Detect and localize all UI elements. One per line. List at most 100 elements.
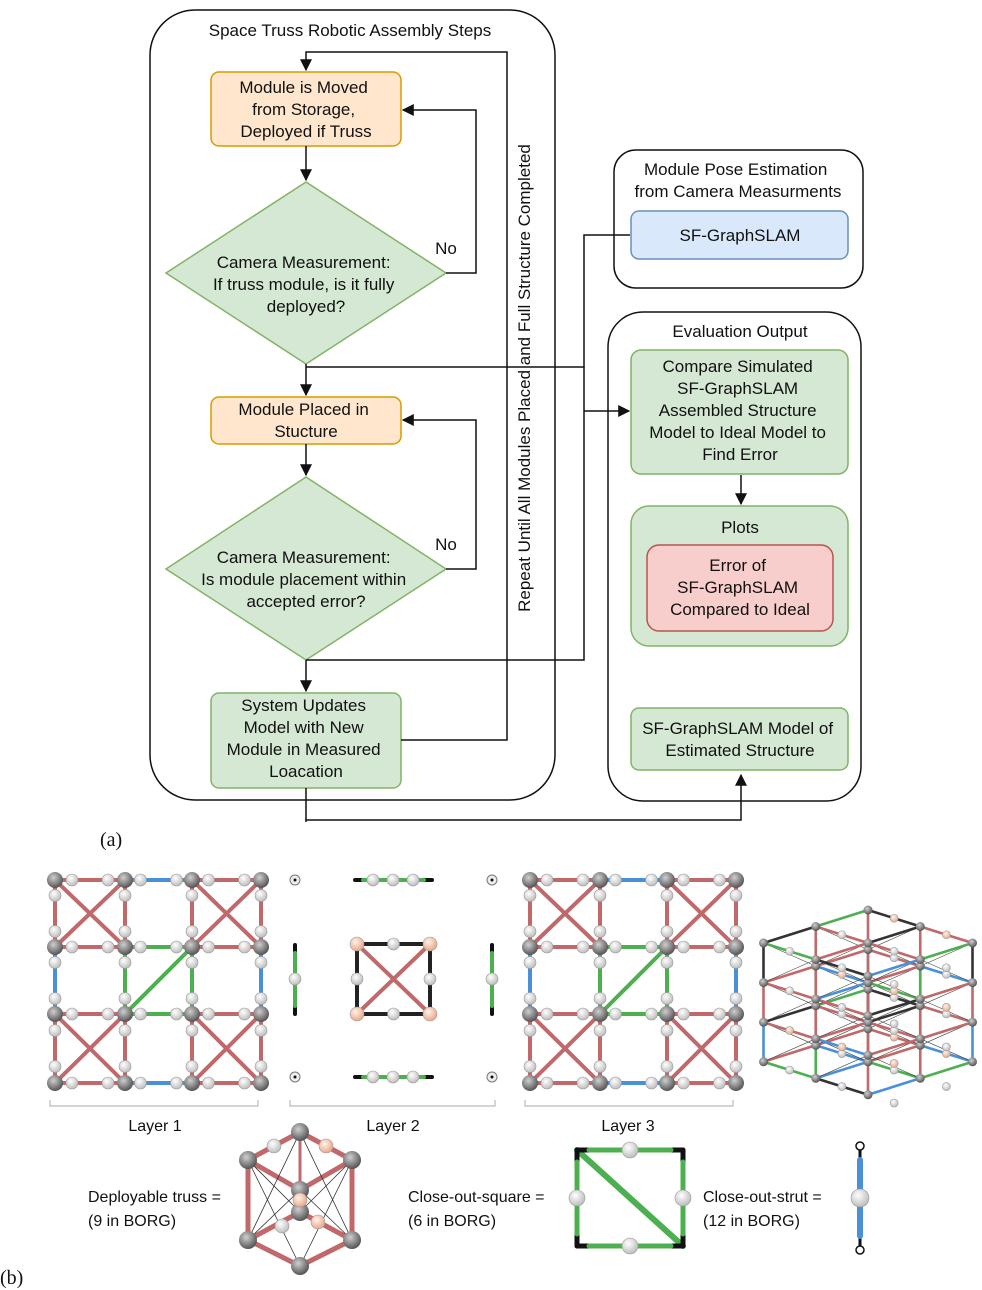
joint-ball bbox=[350, 972, 364, 986]
truss-node bbox=[915, 955, 925, 964]
joint-ball bbox=[101, 940, 115, 954]
strut-bar bbox=[866, 1037, 922, 1057]
legend-strut-label: Close-out-strut = (12 in BORG) bbox=[703, 1189, 826, 1230]
truss-node bbox=[759, 978, 768, 988]
truss-node bbox=[239, 1231, 257, 1249]
truss-node bbox=[47, 939, 63, 955]
truss-node bbox=[915, 961, 925, 971]
strut-bar bbox=[123, 945, 194, 1016]
assembly-steps-title: Space Truss Robotic Assembly Steps bbox=[209, 21, 492, 40]
joint-ball bbox=[645, 1076, 658, 1090]
joint-ball bbox=[238, 873, 251, 887]
joint-ball bbox=[674, 1189, 692, 1207]
joint-ball bbox=[202, 1076, 215, 1090]
truss-node bbox=[659, 872, 675, 888]
joint-ball bbox=[185, 925, 199, 938]
joint-ball bbox=[785, 1026, 794, 1035]
joint-ball bbox=[729, 1024, 743, 1037]
truss-node bbox=[863, 978, 873, 988]
joint-ball bbox=[837, 930, 847, 940]
truss-node bbox=[117, 872, 133, 888]
step-module-placed: Module Placed in Stucture bbox=[210, 396, 402, 445]
truss-node bbox=[863, 945, 873, 955]
panel-b-label: (b) bbox=[0, 1267, 23, 1289]
joint-ball bbox=[576, 940, 590, 954]
joint-ball bbox=[576, 873, 590, 887]
error-box bbox=[646, 544, 834, 632]
joint-ball bbox=[185, 956, 199, 969]
strut-bar bbox=[762, 1044, 818, 1064]
truss-node bbox=[811, 1040, 821, 1050]
joint-ball bbox=[254, 925, 268, 938]
strut-bar bbox=[814, 908, 870, 928]
truss-node bbox=[915, 1034, 925, 1044]
evaluation-title: Evaluation Output bbox=[672, 322, 807, 341]
assembled-structure-3d bbox=[759, 905, 977, 1108]
truss-node bbox=[759, 1057, 768, 1067]
truss-node bbox=[184, 1075, 200, 1091]
strut-bar bbox=[866, 958, 922, 978]
strut-end bbox=[855, 1245, 865, 1255]
joint-ball bbox=[729, 1060, 743, 1073]
truss-node bbox=[253, 939, 269, 955]
truss-node bbox=[968, 1057, 977, 1067]
joint-ball bbox=[889, 1059, 899, 1068]
joint-ball bbox=[785, 1065, 794, 1075]
truss-node bbox=[184, 939, 200, 955]
truss-node bbox=[659, 939, 675, 955]
strut-bar bbox=[528, 1012, 602, 1085]
joint-ball bbox=[118, 956, 132, 969]
legend-truss-label: Deployable truss = (9 in BORG) bbox=[88, 1189, 225, 1230]
pose-estimation-group: Module Pose Estimation from Camera Measu… bbox=[613, 149, 864, 289]
joint-ball bbox=[713, 940, 726, 954]
joint-ball bbox=[889, 979, 899, 989]
joint-ball bbox=[609, 1076, 622, 1090]
joint-ball bbox=[423, 972, 437, 986]
joint-ball bbox=[170, 940, 183, 954]
truss-node bbox=[728, 872, 744, 888]
truss-node bbox=[728, 1075, 744, 1091]
strut-bar bbox=[297, 1209, 355, 1243]
joint-ball bbox=[254, 889, 268, 902]
joint-ball bbox=[729, 925, 743, 938]
evaluation-output-group: Evaluation Output Compare Simulated SF-G… bbox=[607, 311, 862, 802]
truss-node bbox=[968, 1017, 977, 1027]
truss-node bbox=[915, 1001, 925, 1011]
joint-ball bbox=[621, 1237, 639, 1255]
joint-ball bbox=[660, 956, 674, 969]
joint-ball bbox=[785, 986, 794, 996]
truss-node bbox=[293, 1075, 297, 1079]
strut-bar bbox=[190, 878, 263, 949]
legend-square-label: Close-out-square = (6 in BORG) bbox=[408, 1189, 549, 1230]
compare-box bbox=[630, 349, 849, 475]
strut-bar bbox=[814, 1020, 870, 1040]
joint-ball bbox=[48, 1024, 62, 1037]
svg-text:SF-GraphSLAM Model of Es: SF-GraphSLAM Model of Estimated Structur… bbox=[642, 719, 838, 760]
layer-1-truss bbox=[47, 872, 269, 1091]
close-out-strut-icon bbox=[850, 1141, 870, 1255]
joint-ball bbox=[523, 992, 537, 1005]
strut-bar bbox=[918, 941, 974, 961]
joint-ball bbox=[677, 1076, 690, 1090]
svg-text:Module is Moved from Sto: Module is Moved from Storage, Deployed i… bbox=[239, 78, 372, 141]
svg-text:SF-GraphSLAM: SF-GraphSLAM bbox=[680, 226, 801, 245]
joint-ball bbox=[889, 946, 899, 956]
deployable-truss-icon bbox=[239, 1123, 361, 1275]
joint-ball bbox=[254, 1024, 268, 1037]
strut-bar bbox=[53, 878, 127, 949]
joint-ball bbox=[645, 1007, 658, 1021]
truss-node bbox=[811, 961, 821, 971]
joint-ball bbox=[118, 925, 132, 938]
joint-ball bbox=[889, 1019, 899, 1029]
cable bbox=[763, 998, 816, 1023]
cable bbox=[299, 1159, 353, 1267]
sf-graphslam-box bbox=[630, 210, 849, 260]
truss-node bbox=[117, 1075, 133, 1091]
layer-2-label: Layer 2 bbox=[366, 1118, 419, 1135]
repeat-label: Repeat Until All Modules Placed and Full… bbox=[515, 144, 534, 612]
joint-ball bbox=[660, 1024, 674, 1037]
truss-node bbox=[490, 1075, 494, 1079]
joint-ball bbox=[254, 1060, 268, 1073]
joint-ball bbox=[889, 1098, 899, 1108]
truss-node bbox=[863, 1024, 873, 1034]
